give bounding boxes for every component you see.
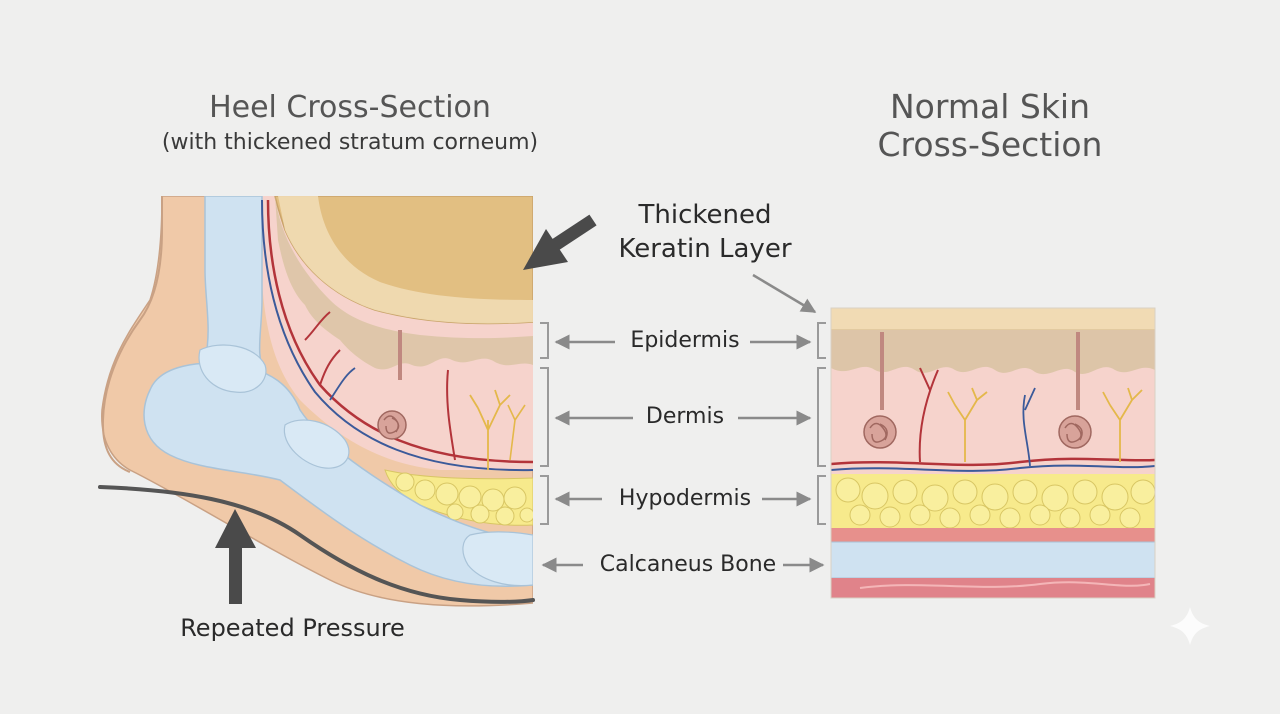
normal-section-title: Normal Skin Cross-Section (850, 88, 1130, 164)
layer-arrows (541, 334, 825, 573)
normal-title-line2: Cross-Section (877, 125, 1103, 164)
heel-nerve (469, 389, 511, 470)
normal-artery (831, 457, 1155, 467)
heel-section-subtitle: (with thickened stratum corneum) (161, 130, 539, 155)
normal-epidermis (831, 330, 1155, 375)
heel-epidermis (275, 196, 533, 370)
heel-artery (266, 199, 533, 464)
heel-talus-bone (198, 344, 267, 393)
ground-surface (98, 485, 535, 604)
heel-epidermis-band (278, 196, 533, 324)
sparkle-icon (1170, 607, 1210, 645)
normal-title-line1: Normal Skin (889, 87, 1091, 126)
normal-sweat-gland (863, 415, 897, 449)
pressure-label: Repeated Pressure (180, 614, 405, 642)
keratin-callout-line1: Thickened (638, 200, 772, 230)
keratin-callout-line2: Keratin Layer (618, 234, 792, 264)
keratin-pointer-arrow (752, 273, 817, 314)
keratin-callout-arrow (523, 214, 597, 270)
heel-sweat-gland (377, 410, 407, 440)
normal-vein (831, 464, 1155, 472)
normal-nerve (947, 387, 988, 462)
hypodermis-label: Hypodermis (618, 486, 752, 511)
pressure-arrow (215, 509, 256, 604)
heel-navicular-bone (283, 419, 350, 469)
calcaneus-bone-label: Calcaneus Bone (599, 552, 777, 577)
epidermis-label: Epidermis (630, 328, 740, 353)
heel-section-title: Heel Cross-Section (209, 90, 491, 125)
normal-keratin-layer (831, 308, 1155, 331)
layer-brackets (540, 322, 826, 525)
normal-calcaneus-bone (831, 541, 1155, 579)
normal-skin-cross-section (831, 308, 1155, 598)
heel-vein (261, 199, 533, 472)
dermis-label: Dermis (645, 404, 725, 429)
heel-foot-bone (462, 531, 533, 587)
heel-cross-section (101, 196, 533, 607)
keratin-callout-label: Thickened Keratin Layer (590, 198, 820, 266)
heel-calcaneus-bone (143, 362, 533, 588)
